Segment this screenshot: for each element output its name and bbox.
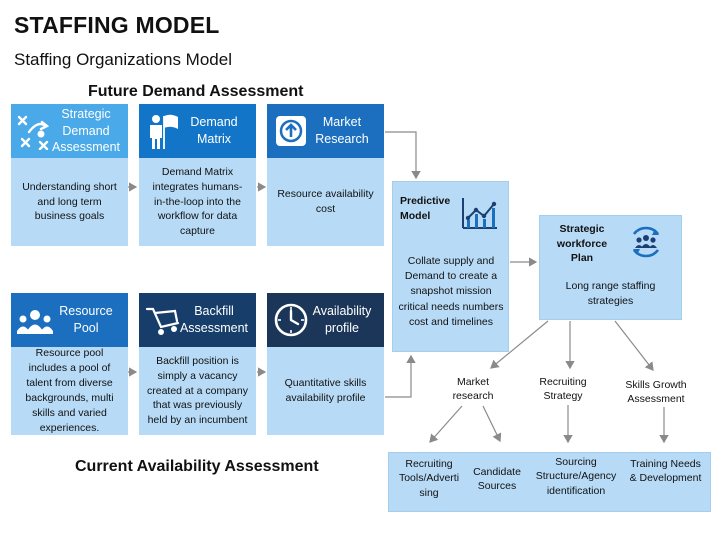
- strategic-plan-title: Strategic workforce Plan: [556, 223, 608, 265]
- card-demand-matrix: Demand Matrix Demand Matrix integrates h…: [139, 104, 256, 246]
- card-label: Resource Pool: [59, 304, 113, 335]
- strategy-icon: [17, 115, 50, 150]
- predictive-model-body: Collate supply and Demand to create a sn…: [398, 255, 504, 328]
- card-availability-profile: Availability profile Quantitative skills…: [267, 293, 384, 435]
- card-label: Backfill Assessment: [179, 304, 249, 335]
- leaf-sourcing-structure: Sourcing Structure/Agency identification: [535, 456, 617, 497]
- card-resource-pool: Resource Pool Resource pool includes a p…: [11, 293, 128, 435]
- clock-icon: [274, 303, 308, 337]
- arrow-to-skills-growth: [614, 320, 654, 371]
- section-future-demand: Future Demand Assessment: [88, 83, 304, 100]
- arrow-to-market-research: [490, 320, 549, 369]
- card-label: Demand Matrix: [190, 115, 238, 146]
- card-label: Strategic Demand Assessment: [51, 106, 121, 155]
- card-label: Market Research: [315, 115, 369, 146]
- arrow-market-to-predictive: [385, 131, 421, 180]
- branch-recruiting-strategy: Recruiting Strategy: [539, 376, 587, 403]
- page-title: STAFFING MODEL: [14, 12, 220, 38]
- predictive-model-box: Predictive Model Collate supply and Dema…: [392, 181, 509, 352]
- page-subtitle: Staffing Organizations Model: [14, 50, 232, 69]
- card-label: Availability profile: [312, 304, 372, 335]
- card-market-research: Market Research Resource availability co…: [267, 104, 384, 246]
- arrow-to-recruiting-tools: [429, 405, 463, 443]
- leaf-recruiting-tools: Recruiting Tools/Adverti sing: [398, 458, 460, 499]
- team-cycle-icon: [632, 226, 660, 258]
- card-body: Quantitative skills availability profile: [267, 347, 384, 435]
- card-backfill-assessment: Backfill Assessment Backfill position is…: [139, 293, 256, 435]
- card-strategic-demand-assessment: Strategic Demand Assessment Understandin…: [11, 104, 128, 246]
- outcomes-box: [388, 452, 711, 512]
- branch-market-research: Market research: [452, 376, 494, 403]
- arrow-availability-to-predictive: [385, 354, 416, 398]
- strategic-workforce-plan-box: Strategic workforce Plan Long range staf…: [539, 215, 682, 320]
- predictive-model-title: Predictive Model: [400, 195, 451, 222]
- backfill-cart-icon: [145, 307, 180, 335]
- leaf-candidate-sources: Candidate Sources: [473, 466, 521, 493]
- chart-icon: [462, 198, 497, 229]
- section-current-availability: Current Availability Assessment: [75, 458, 319, 475]
- card-body: Understanding short and long term busine…: [11, 158, 128, 246]
- growth-arrow-icon: [276, 116, 306, 146]
- card-body: Demand Matrix integrates humans-in-the-l…: [139, 158, 256, 246]
- leaf-training-needs: Training Needs & Development: [629, 458, 702, 485]
- arrow-to-candidate-sources: [482, 405, 502, 443]
- strategic-plan-body: Long range staffing strategies: [565, 280, 656, 308]
- card-body: Resource availability cost: [267, 158, 384, 246]
- people-group-icon: [17, 310, 53, 334]
- card-body: Backfill position is simply a vacancy cr…: [139, 347, 256, 435]
- card-body: Resource pool includes a pool of talent …: [11, 347, 128, 435]
- branch-skills-growth-assessment: Skills Growth Assessment: [625, 379, 687, 406]
- businessman-flag-icon: [150, 114, 178, 149]
